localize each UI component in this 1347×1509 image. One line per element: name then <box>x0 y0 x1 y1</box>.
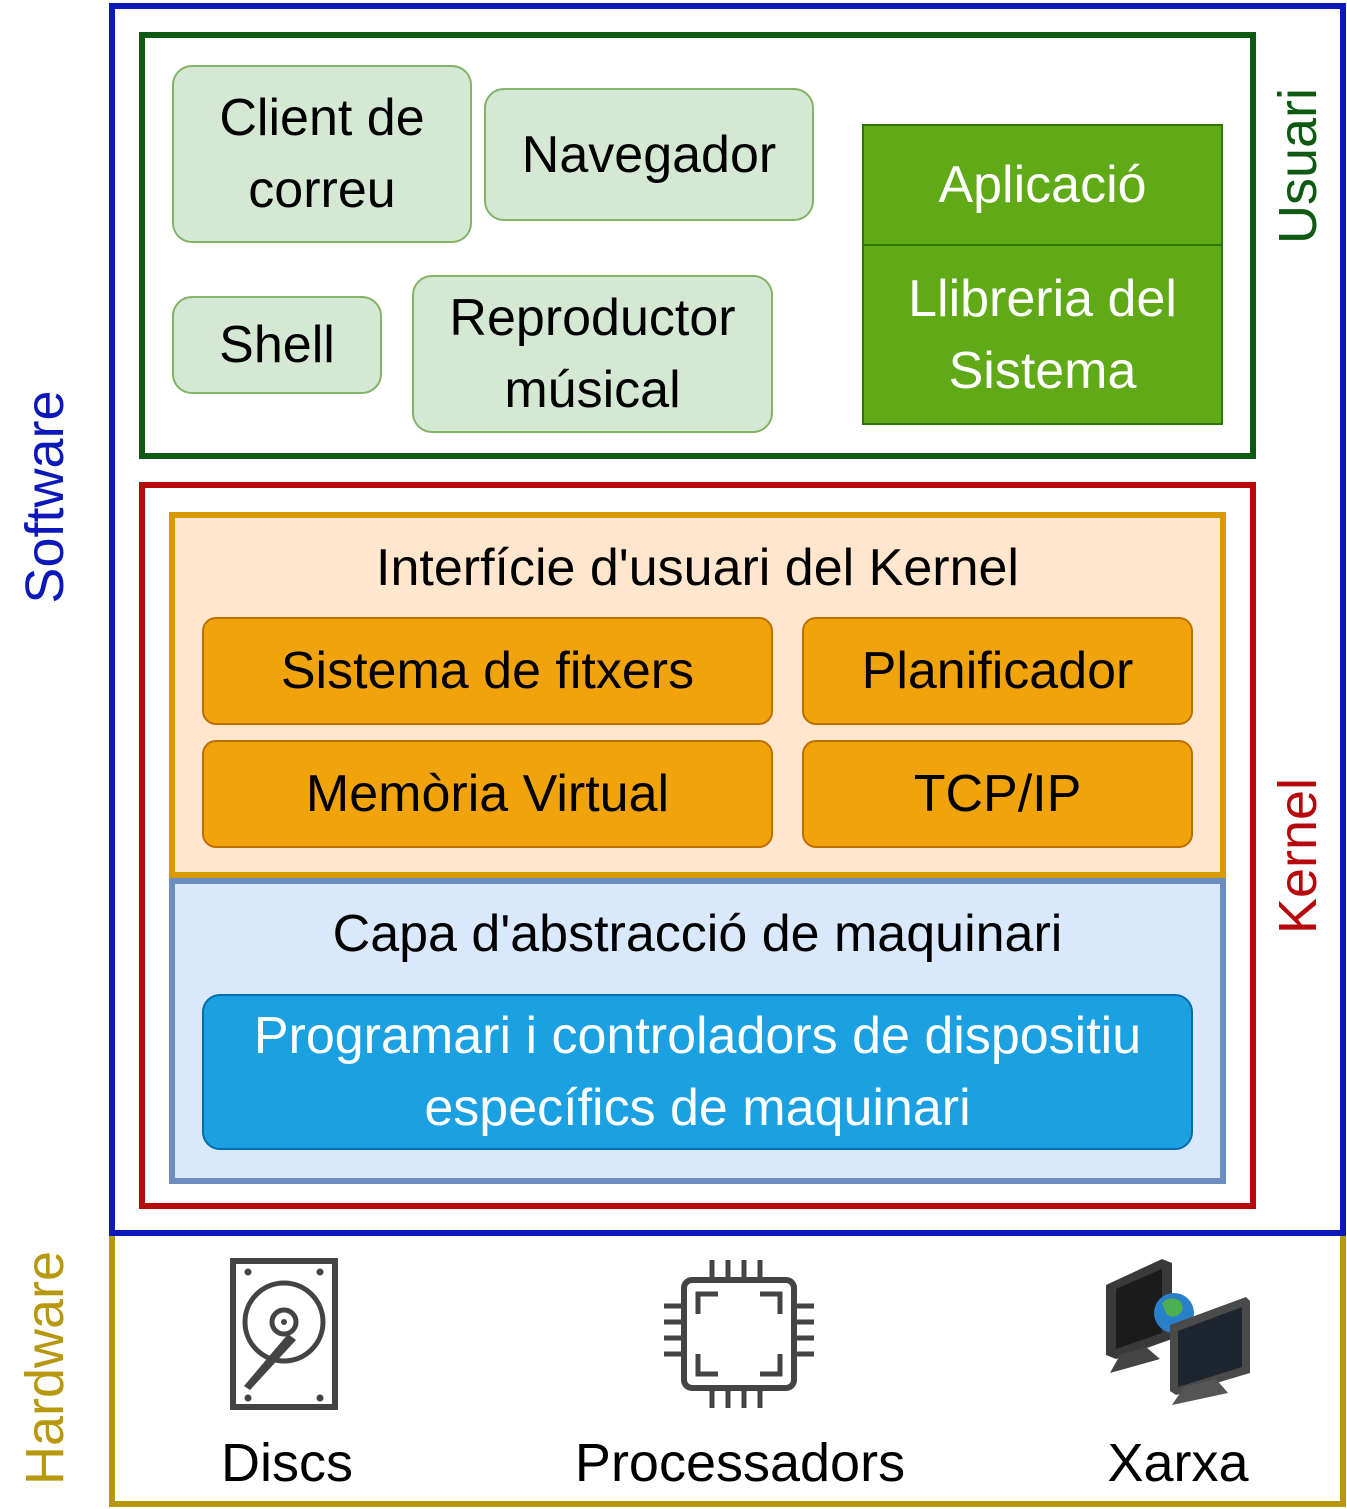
hardware-item-discs-label: Discs <box>221 1433 353 1493</box>
kernel-label: Kernel <box>1268 777 1328 935</box>
user-space-layer <box>139 32 1256 459</box>
software-label: Software <box>15 390 75 604</box>
module-tcp-ip: TCP/IP <box>802 740 1193 848</box>
network-computers-icon <box>1106 1259 1250 1405</box>
hal-title: Capa d'abstracció de maquinari <box>332 905 1063 963</box>
user-space-label: Usuari <box>1268 87 1328 245</box>
hardware-item-network-label: Xarxa <box>1107 1433 1249 1493</box>
module-scheduler: Planificador <box>802 617 1193 725</box>
kernel-interface-title: Interfície d'usuari del Kernel <box>376 539 1019 597</box>
hard-disk-icon <box>230 1258 338 1410</box>
app-music-player: Reproductor músical <box>412 275 773 433</box>
software-layer <box>109 3 1346 1236</box>
module-filesystem: Sistema de fitxers <box>202 617 773 725</box>
app-browser: Navegador <box>484 88 814 221</box>
hardware-item-processors-label: Processadors <box>574 1433 906 1493</box>
application-box: Aplicació <box>862 124 1223 246</box>
app-shell: Shell <box>172 296 382 394</box>
app-mail-client: Client de correu <box>172 65 472 243</box>
module-virtual-memory: Memòria Virtual <box>202 740 773 848</box>
hardware-label: Hardware <box>15 1250 75 1486</box>
kernel-layer <box>139 482 1256 1209</box>
hardware-layer <box>109 1236 1346 1507</box>
cpu-chip-icon <box>664 1260 814 1408</box>
drivers-box: Programari i controladors de dispositiu … <box>202 994 1193 1150</box>
system-library-box: Llibreria del Sistema <box>862 244 1223 425</box>
